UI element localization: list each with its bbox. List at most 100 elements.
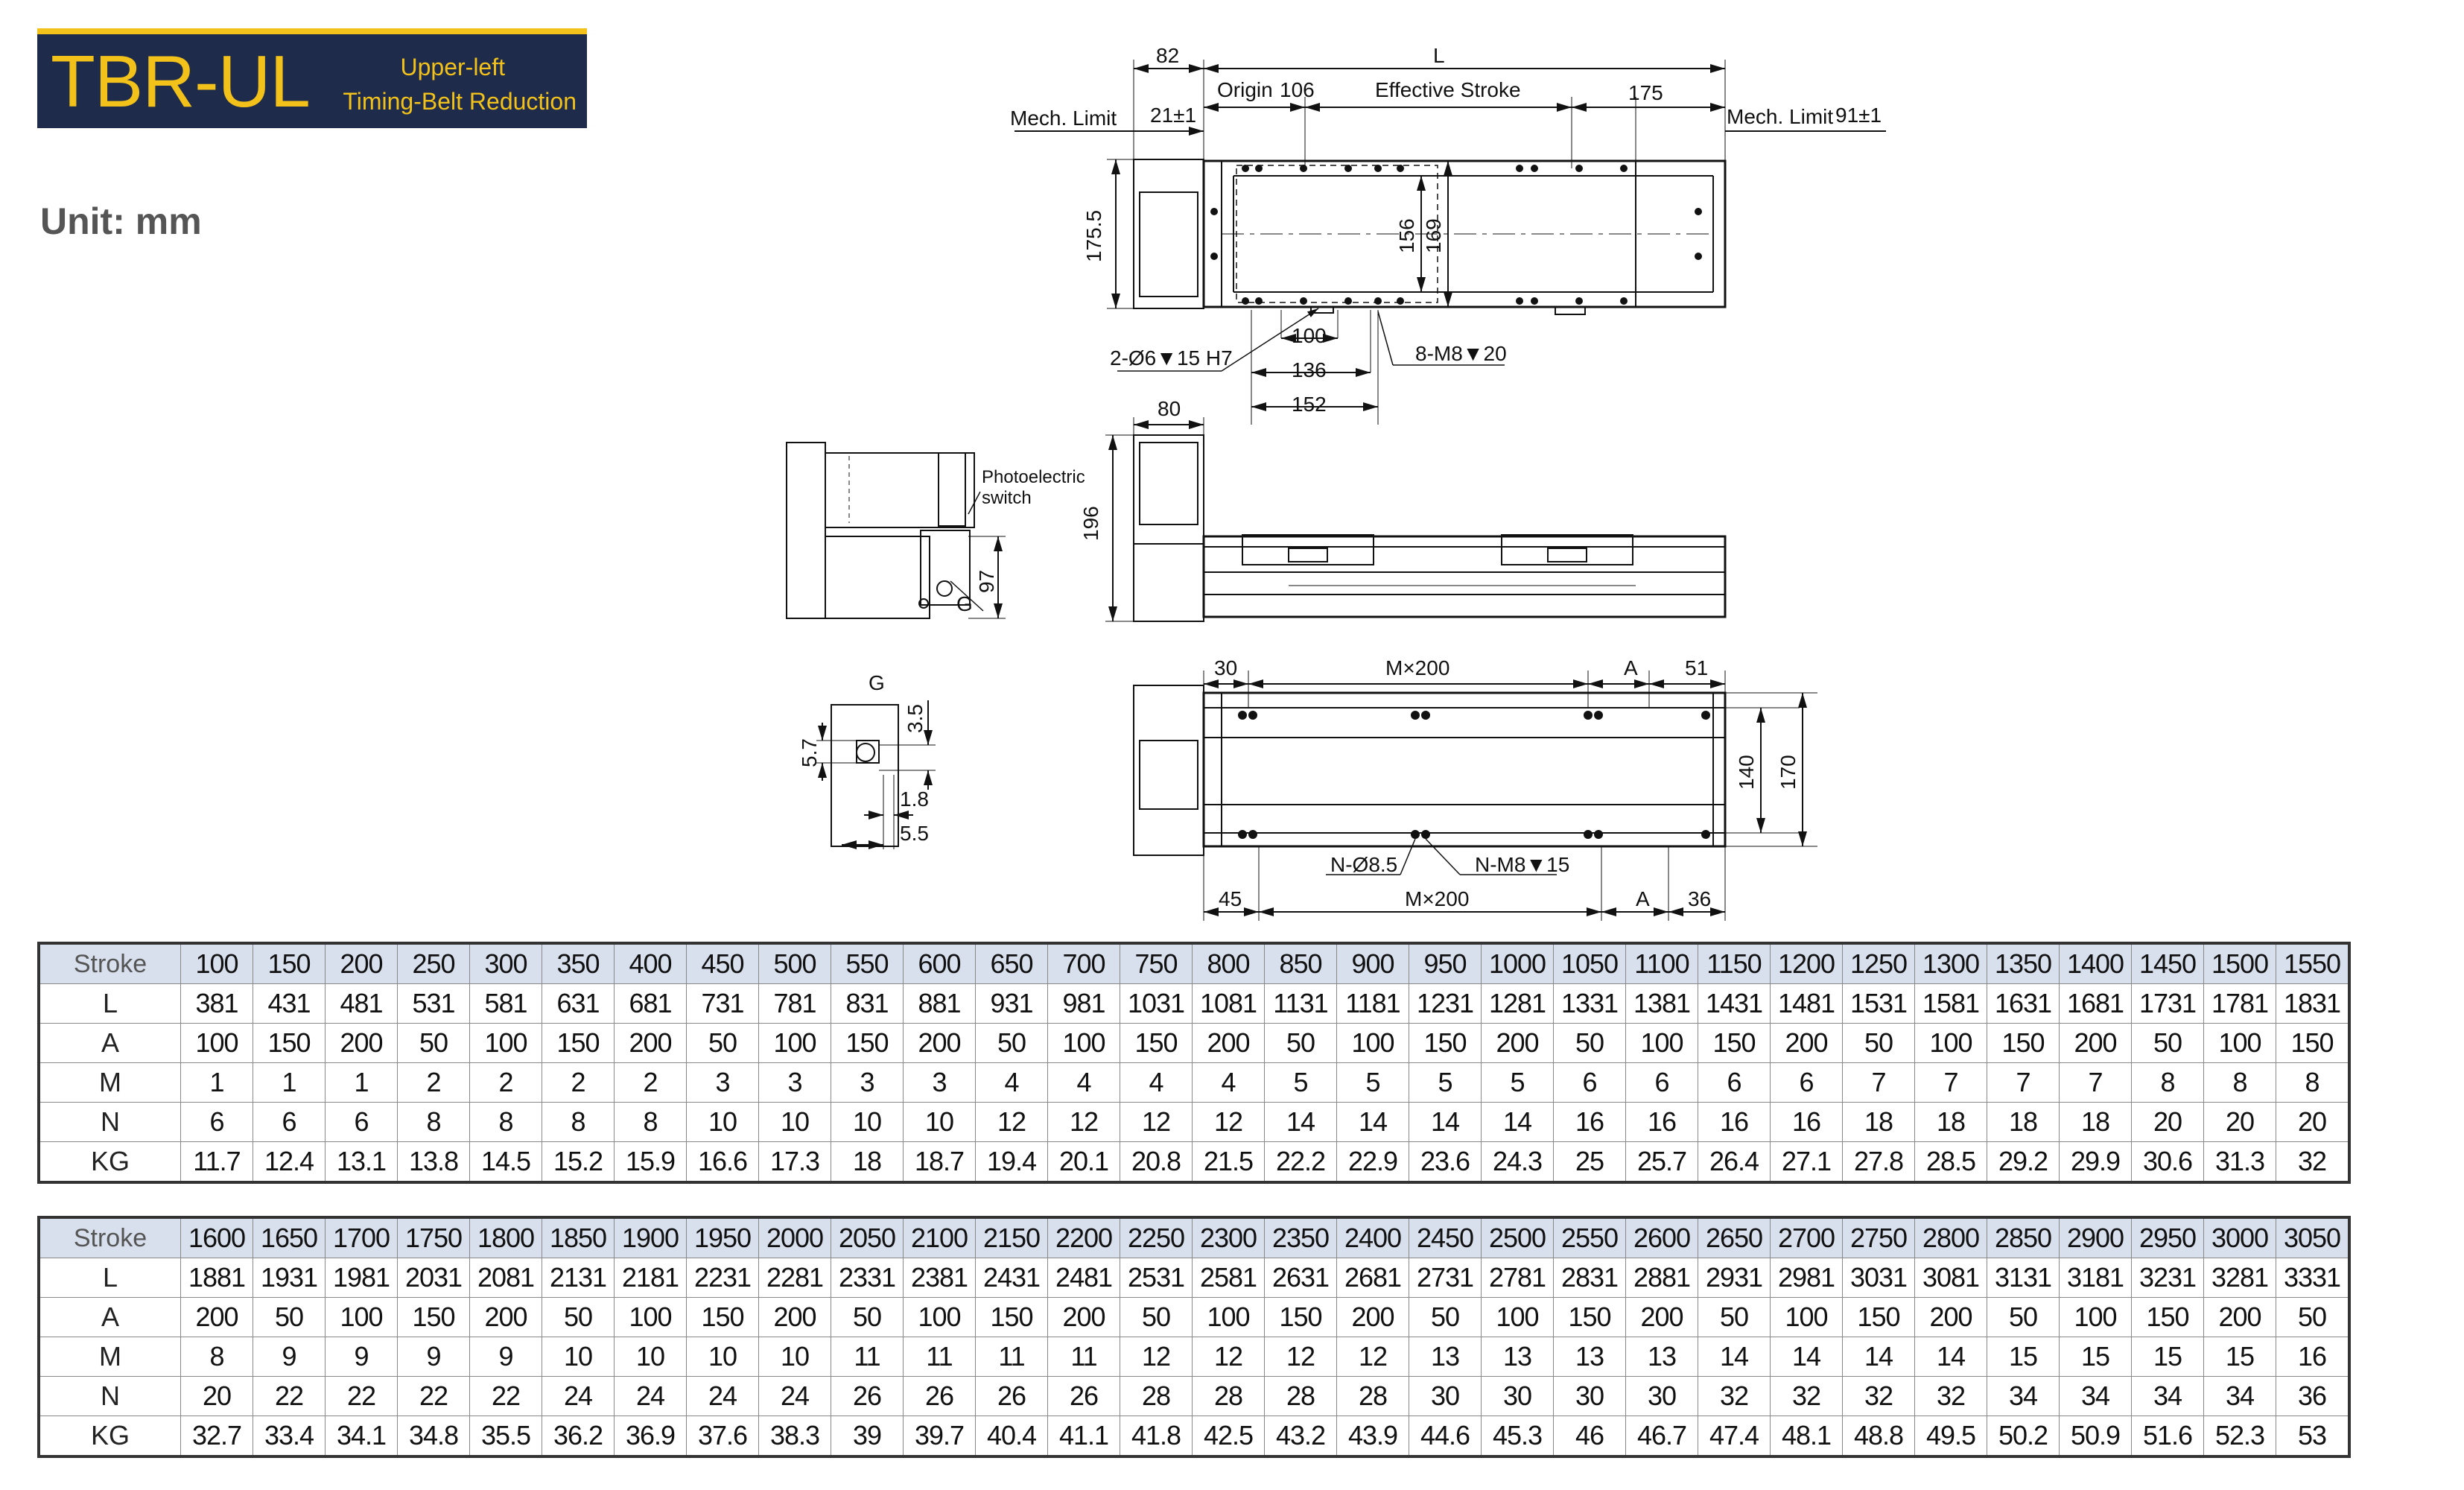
table-cell: 26 <box>831 1376 904 1416</box>
table-cell: 34 <box>2203 1376 2276 1416</box>
table-cell: 32 <box>1698 1376 1771 1416</box>
table-cell: 150 <box>1553 1297 1626 1337</box>
dim-1-8: 1.8 <box>900 787 929 811</box>
table-cell: 22 <box>253 1376 326 1416</box>
table-cell: 100 <box>2203 1023 2276 1063</box>
table-cell: 2600 <box>1625 1217 1698 1258</box>
row-label: L <box>38 1258 181 1298</box>
table-cell: 2931 <box>1698 1258 1771 1298</box>
table-cell: 24 <box>614 1376 687 1416</box>
table-cell: 46 <box>1553 1416 1626 1457</box>
table-cell: 350 <box>542 942 615 984</box>
table-cell: 24 <box>542 1376 615 1416</box>
label-G-side: G <box>956 592 973 615</box>
table-cell: 250 <box>397 942 470 984</box>
table-cell: 2181 <box>614 1258 687 1298</box>
table-cell: 6 <box>325 1102 398 1142</box>
table-cell: 200 <box>2059 1023 2132 1063</box>
table-cell: 13 <box>1553 1337 1626 1377</box>
table-cell: 2 <box>469 1062 542 1103</box>
table-cell: 1250 <box>1842 942 1915 984</box>
table-cell: 200 <box>758 1297 831 1337</box>
row-label: L <box>38 983 181 1024</box>
table-cell: 20 <box>2276 1102 2350 1142</box>
table-cell: 1481 <box>1770 983 1843 1024</box>
dim-5-7: 5.7 <box>798 738 821 767</box>
row-label: KG <box>38 1141 181 1183</box>
dim-175: 175 <box>1628 81 1663 104</box>
table-cell: 100 <box>1481 1297 1554 1337</box>
table-cell: 150 <box>397 1297 470 1337</box>
table-cell: 12 <box>1120 1102 1193 1142</box>
dim-100: 100 <box>1292 324 1327 347</box>
table-cell: 2031 <box>397 1258 470 1298</box>
technical-drawing: 82 L Origin 106 Effective Stroke 175 Mec… <box>786 44 1886 921</box>
table-cell: 11 <box>975 1337 1048 1377</box>
table-cell: 8 <box>180 1337 253 1377</box>
row-label: M <box>38 1337 181 1377</box>
table-cell: 300 <box>469 942 542 984</box>
table-cell: 1700 <box>325 1217 398 1258</box>
table-cell: 50 <box>1698 1297 1771 1337</box>
table-cell: 34 <box>2131 1376 2204 1416</box>
table-cell: 32 <box>1914 1376 1987 1416</box>
table-cell: 22.2 <box>1264 1141 1337 1183</box>
table-cell: 1 <box>325 1062 398 1103</box>
table-cell: 26 <box>1047 1376 1120 1416</box>
table-cell: 2 <box>614 1062 687 1103</box>
table-cell: 1550 <box>2276 942 2350 984</box>
table-cell: 6 <box>253 1102 326 1142</box>
table-cell: 50 <box>975 1023 1048 1063</box>
table-cell: 35.5 <box>469 1416 542 1457</box>
table-cell: 25 <box>1553 1141 1626 1183</box>
table-cell: 1500 <box>2203 942 2276 984</box>
table-cell: 10 <box>831 1102 904 1142</box>
table-cell: 2281 <box>758 1258 831 1298</box>
table-cell: 12 <box>1192 1102 1265 1142</box>
table-cell: 50 <box>1987 1297 2060 1337</box>
dim-45: 45 <box>1219 887 1242 910</box>
table-cell: 12 <box>1264 1337 1337 1377</box>
table-cell: 36.9 <box>614 1416 687 1457</box>
detail-g-title: G <box>869 671 885 694</box>
table-cell: 3 <box>686 1062 759 1103</box>
table-cell: 24.3 <box>1481 1141 1554 1183</box>
row-label: A <box>38 1297 181 1337</box>
table-cell: 200 <box>325 1023 398 1063</box>
table-cell: 41.8 <box>1120 1416 1193 1457</box>
table-cell: 750 <box>1120 942 1193 984</box>
table-cell: 2 <box>542 1062 615 1103</box>
row-label: N <box>38 1376 181 1416</box>
table-cell: 381 <box>180 983 253 1024</box>
table-cell: 50 <box>542 1297 615 1337</box>
table-cell: 50 <box>1553 1023 1626 1063</box>
table-cell: 2131 <box>542 1258 615 1298</box>
table-cell: 49.5 <box>1914 1416 1987 1457</box>
table-cell: 2231 <box>686 1258 759 1298</box>
dim-196: 196 <box>1079 506 1102 541</box>
table-cell: 28 <box>1120 1376 1193 1416</box>
row-label: N <box>38 1102 181 1142</box>
table-cell: 2050 <box>831 1217 904 1258</box>
table-cell: 48.8 <box>1842 1416 1915 1457</box>
table-cell: 1381 <box>1625 983 1698 1024</box>
table-cell: 200 <box>903 1023 976 1063</box>
table-cell: 32 <box>1842 1376 1915 1416</box>
table-cell: 41.1 <box>1047 1416 1120 1457</box>
dim-mx200-top: M×200 <box>1385 656 1449 679</box>
table-cell: 150 <box>1120 1023 1193 1063</box>
table-cell: 24 <box>686 1376 759 1416</box>
table-cell: 51.6 <box>2131 1416 2204 1457</box>
table-cell: 1600 <box>180 1217 253 1258</box>
table-cell: 28 <box>1264 1376 1337 1416</box>
table-cell: 25.7 <box>1625 1141 1698 1183</box>
table-cell: 1 <box>253 1062 326 1103</box>
table-cell: 16 <box>1770 1102 1843 1142</box>
table-cell: 30 <box>1481 1376 1554 1416</box>
table-cell: 3000 <box>2203 1217 2276 1258</box>
table-cell: 1031 <box>1120 983 1193 1024</box>
table-cell: 18.7 <box>903 1141 976 1183</box>
